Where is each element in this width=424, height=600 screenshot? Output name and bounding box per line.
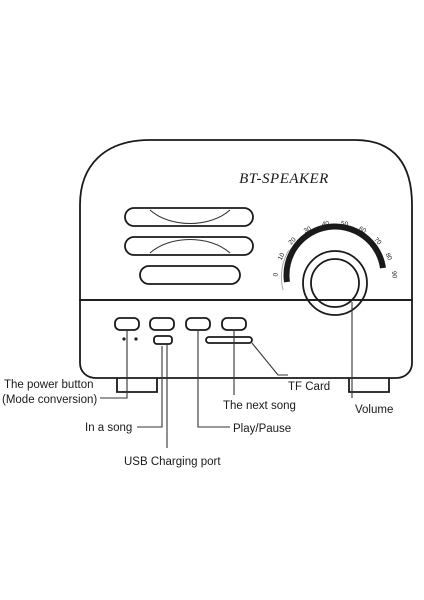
power-button[interactable] — [114, 317, 140, 331]
leader-lines — [100, 302, 353, 448]
indicator-led — [134, 337, 138, 341]
label-mode-conversion: (Mode conversion) — [2, 394, 97, 406]
usb-port[interactable] — [153, 335, 173, 345]
tf-card-slot[interactable] — [205, 336, 253, 344]
label-power-button: The power button — [4, 379, 94, 391]
volume-scale-label: 40 — [321, 220, 330, 228]
volume-scale-arc — [280, 223, 386, 291]
volume-scale-label: 10 — [277, 252, 287, 262]
in-a-song-button[interactable] — [149, 317, 175, 331]
label-volume: Volume — [355, 404, 393, 416]
volume-scale-label: 80 — [384, 252, 394, 262]
volume-scale-label: 90 — [390, 271, 398, 280]
speaker-body — [79, 139, 413, 393]
volume-scale-label: 30 — [303, 225, 313, 235]
volume-scale-label: 0 — [272, 272, 279, 277]
play-pause-button[interactable] — [185, 317, 211, 331]
volume-knob[interactable] — [302, 250, 368, 316]
label-next-song: The next song — [223, 400, 296, 412]
volume-scale-label: 20 — [287, 236, 297, 246]
label-play-pause: Play/Pause — [233, 423, 291, 435]
label-tf-card: TF Card — [288, 381, 330, 393]
volume-scale-label: 60 — [357, 225, 367, 235]
label-in-a-song: In a song — [85, 422, 132, 434]
indicator-led — [122, 337, 126, 341]
speaker-grille — [124, 207, 254, 285]
next-song-button[interactable] — [221, 317, 247, 331]
volume-scale-label: 70 — [372, 236, 382, 246]
volume-scale-label: 50 — [340, 220, 349, 228]
brand-text: BT-SPEAKER — [239, 171, 329, 187]
label-usb-charging-port: USB Charging port — [124, 456, 221, 468]
